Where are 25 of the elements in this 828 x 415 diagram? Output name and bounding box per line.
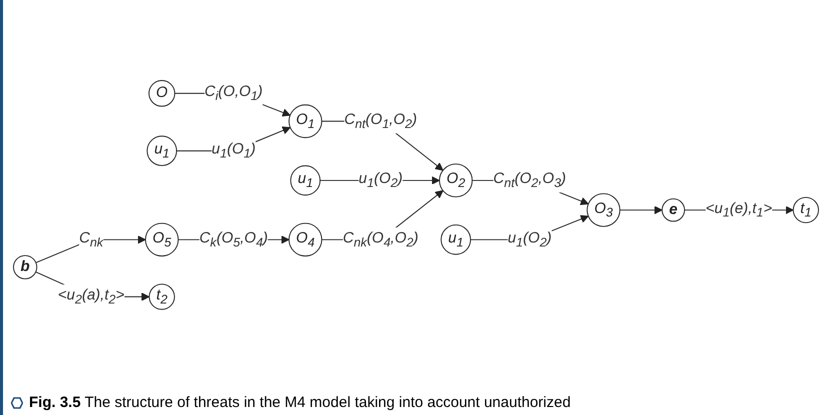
node-circle: O [148,80,175,107]
edge-label: <u$_{1}$(e),t$_{1}$> [705,200,772,220]
node-circle: O$_{3}$ [586,193,620,227]
node-circle: b [12,255,37,280]
edge-label: <u$_{2}$(a),t$_{2}$> [57,287,124,306]
node-circle: O$_{4}$ [288,222,322,257]
edge-label: C$_{nt}$(O$_{1}$,O$_{2}$) [344,112,416,131]
edge-label: u$_{1}$(O$_{2}$) [507,230,552,250]
edge-label: u$_{1}$(O$_{1}$) [211,141,256,160]
node-circle: O$_{5}$ [144,222,178,257]
arrow [618,206,662,214]
node-circle: u$_{1}$ [146,136,177,166]
node-circle: u$_{1}$ [440,224,470,255]
edge-label: u$_{1}$(O$_{2}$) [358,171,402,190]
node-circle: O$_{1}$ [288,104,322,138]
edge-label: C$_{nk}$(O$_{4}$,O$_{2}$) [342,230,418,250]
caption: Fig. 3.5 The structure of threats in the M4 model taking into account unauthorized [29,394,571,411]
node-circle: t$_{2}$ [148,284,174,310]
node-circle: t$_{1}$ [792,197,818,224]
edge-label: C$_{k}$(O$_{5}$,O$_{4}$) [198,230,268,250]
edge-label: C$_{i}$(O,O$_{1}$) [204,84,262,103]
node-circle: e [661,198,684,222]
node-circle: u$_{1}$ [290,165,320,196]
edge-label: C$_{nt}$(O$_{2}$,O$_{3}$) [492,171,566,190]
node-circle: O$_{2}$ [438,164,472,198]
